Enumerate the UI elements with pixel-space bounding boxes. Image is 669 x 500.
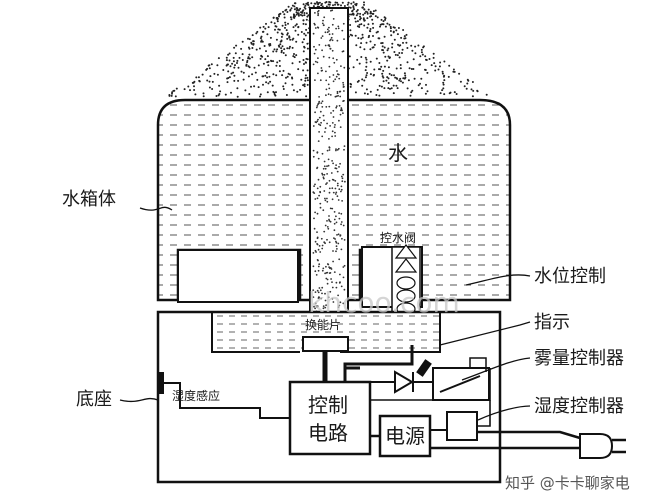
reservoir-wall-right [340, 312, 441, 353]
tank-recess [177, 249, 299, 303]
humidity-controller-label: 湿度控制器 [534, 396, 624, 417]
power-label: 电源 [385, 424, 425, 448]
control-circuit-label-2: 电路 [308, 421, 348, 445]
water-level-control-label: 水位控制 [534, 266, 606, 287]
base-label: 底座 [76, 389, 112, 410]
mist-in-tube [312, 9, 346, 336]
humidity-sensor-label: 湿度感应 [172, 388, 220, 403]
mist-tube [309, 7, 349, 339]
transducer [302, 336, 349, 352]
water-label: 水 [388, 141, 408, 165]
humidity-controller-box [446, 411, 478, 441]
reservoir-wall [211, 312, 300, 353]
control-circuit-label-1: 控制 [308, 393, 348, 417]
transducer-label: 换能片 [305, 318, 341, 332]
indicator-label: 指示 [534, 312, 570, 333]
tank-body-label: 水箱体 [62, 189, 116, 210]
power-box [378, 414, 432, 458]
humidity-sensor-element [158, 372, 164, 394]
watermark: khcoo.com [308, 286, 460, 319]
control-valve-label: 控水阀 [380, 231, 416, 245]
power-plug [579, 433, 614, 459]
mist-controller-label: 雾量控制器 [534, 348, 624, 369]
credit-text: 知乎 @卡卡聊家电 [505, 474, 630, 492]
